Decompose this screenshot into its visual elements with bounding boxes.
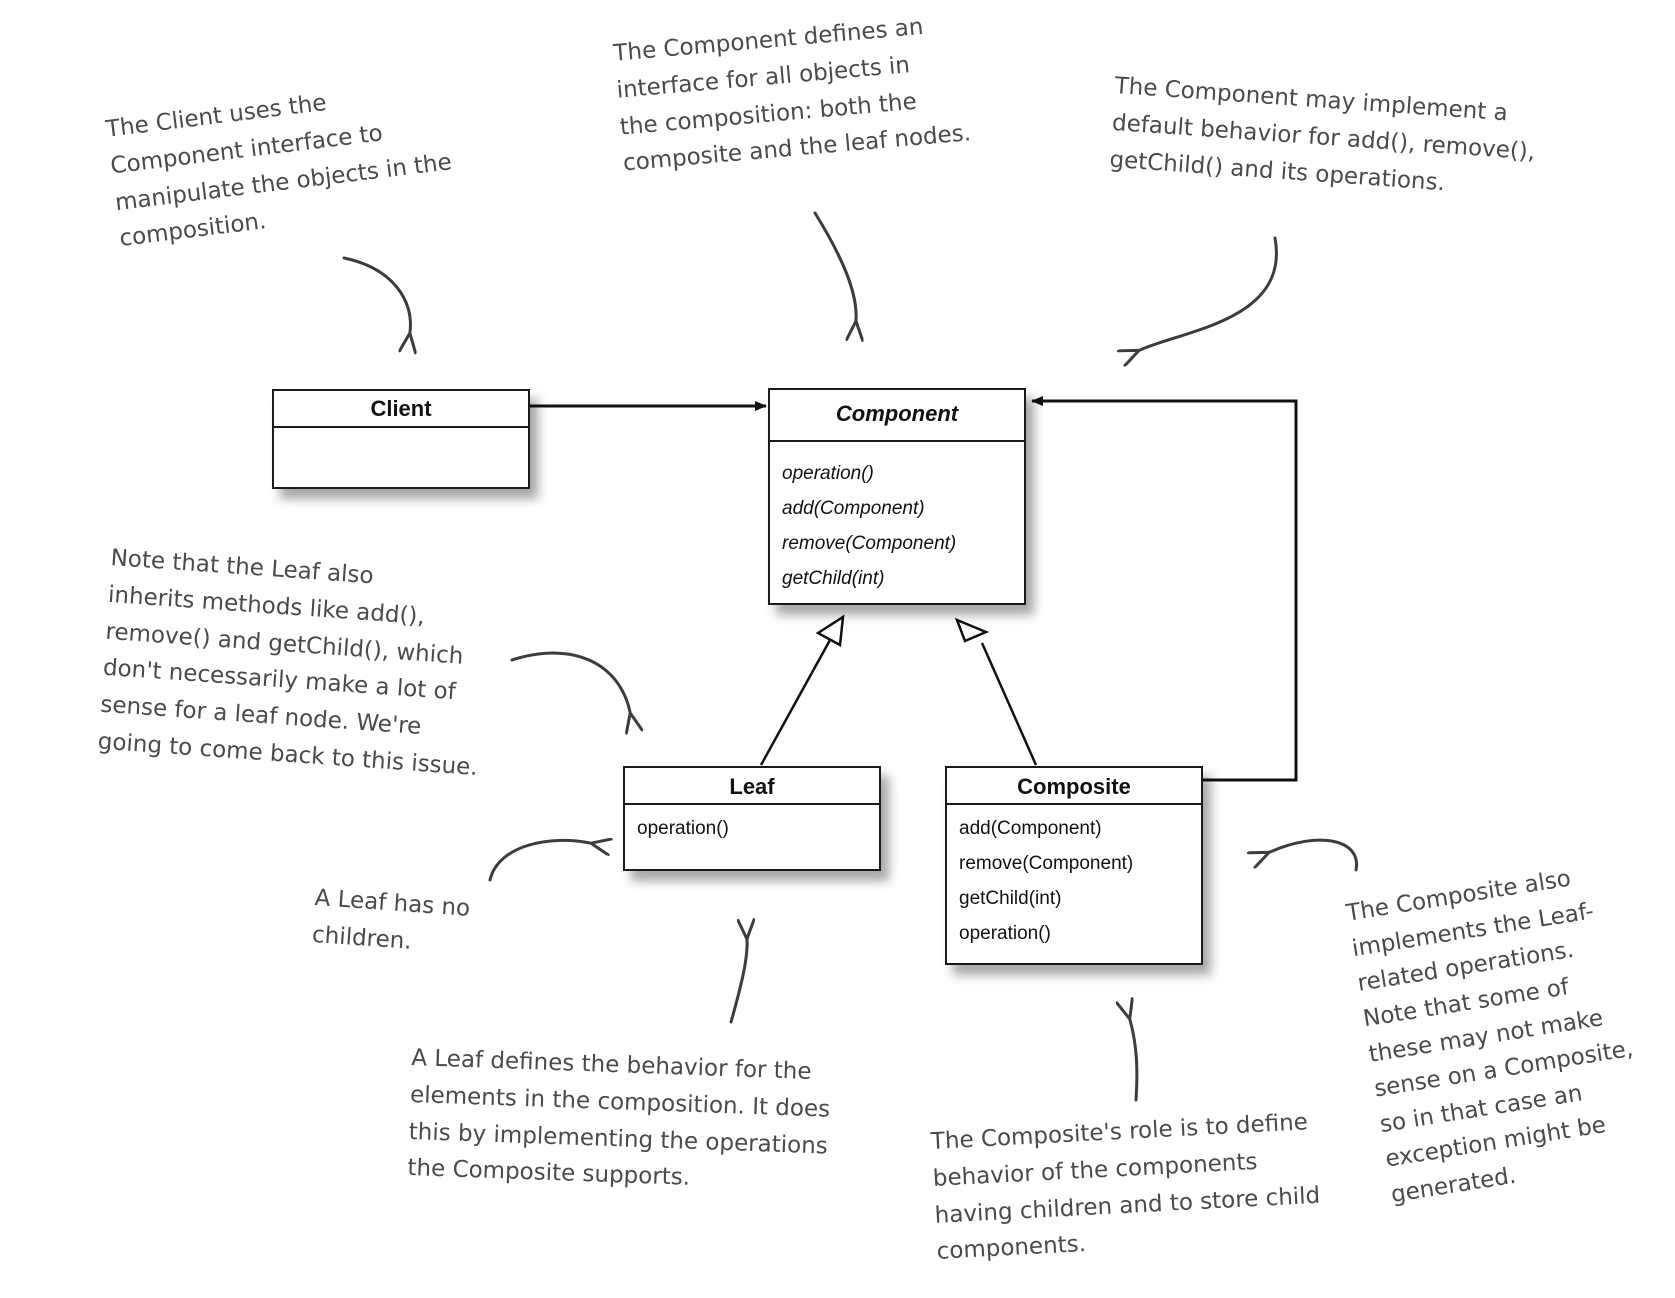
leaf-op-operation: operation()	[637, 818, 729, 839]
composite-op-getchild: getChild(int)	[959, 888, 1062, 909]
component-op-remove: remove(Component)	[782, 533, 957, 554]
leaf-children-note-arrow	[488, 840, 590, 882]
composite-inheritance-line	[980, 642, 1038, 766]
leaf-operations: operation()	[625, 805, 879, 846]
component-op-getchild: getChild(int)	[782, 568, 885, 589]
composite-role-note-arrow	[1130, 1020, 1139, 1102]
composite-class: Composite add(Component) remove(Componen…	[945, 766, 1203, 965]
leaf-class-name: Leaf	[625, 768, 879, 805]
composite-operations: add(Component) remove(Component) getChil…	[947, 805, 1201, 951]
composite-leaf-ops-note-arrow	[1270, 838, 1359, 872]
client-class-name: Client	[274, 391, 528, 428]
composite-leaf-ops-note: The Composite also implements the Leaf- …	[1344, 856, 1653, 1214]
component-note: The Component defines an interface for a…	[612, 6, 973, 183]
component-op-add: add(Component)	[782, 498, 925, 519]
default-note-arrow	[1140, 236, 1278, 350]
leaf-inheritance-triangle	[815, 614, 845, 647]
component-class: Component operation() add(Component) rem…	[768, 388, 1026, 605]
leaf-no-children-note: A Leaf has no children.	[311, 880, 471, 964]
leaf-behavior-note-arrow	[729, 940, 747, 1024]
component-note-arrow	[813, 211, 856, 320]
leaf-inherits-note: Note that the Leaf also inherits methods…	[97, 540, 492, 787]
client-class: Client	[272, 389, 530, 489]
leaf-inheritance-line	[759, 639, 832, 766]
composite-inheritance-triangle	[954, 617, 990, 643]
component-class-name: Component	[770, 390, 1024, 442]
composite-component-aggregation	[1031, 396, 1298, 782]
composite-op-operation: operation()	[959, 923, 1051, 944]
composite-role-note: The Composite's role is to define behavi…	[930, 1104, 1323, 1271]
leaf-class: Leaf operation()	[623, 766, 881, 871]
leaf-inherits-note-arrow	[510, 651, 630, 712]
client-note-arrow	[342, 256, 410, 332]
leaf-behavior-note: A Leaf defines the behavior for the elem…	[407, 1040, 832, 1202]
composite-class-name: Composite	[947, 768, 1201, 805]
composite-op-add: add(Component)	[959, 818, 1102, 839]
composite-op-remove: remove(Component)	[959, 853, 1134, 874]
component-op-operation: operation()	[782, 463, 874, 484]
component-operations: operation() add(Component) remove(Compon…	[770, 442, 1024, 596]
